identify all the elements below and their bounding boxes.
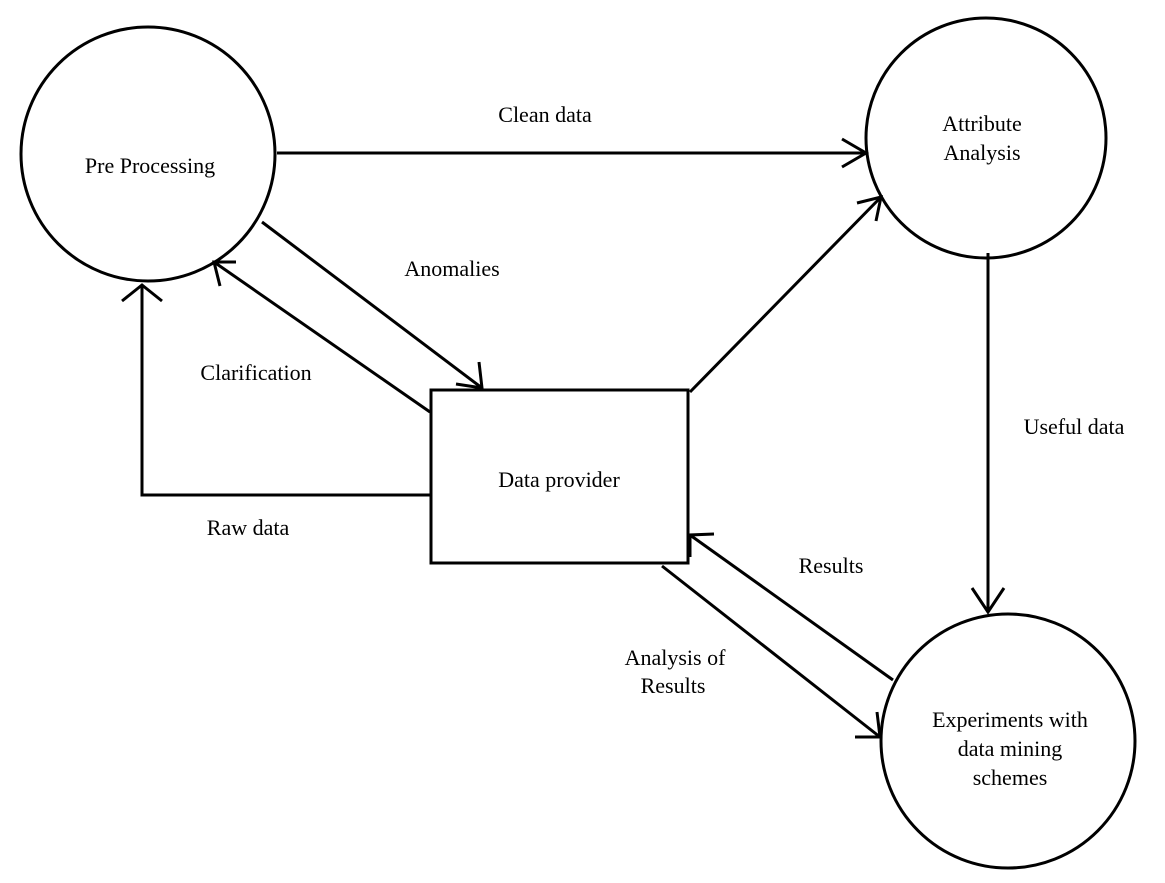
data-provider-label: Data provider — [498, 467, 620, 492]
edge-useful-data — [970, 253, 1006, 615]
clarification-label: Clarification — [200, 360, 311, 385]
experiments-label-line2: data mining — [958, 736, 1062, 761]
attribute-analysis-label-line2: Analysis — [944, 140, 1021, 165]
attribute-analysis-label-line1: Attribute — [942, 111, 1021, 136]
pre-processing-node — [19, 25, 277, 283]
analysis-of-results-label-line2: Results — [641, 673, 706, 698]
edge-raw-data — [121, 283, 430, 497]
experiments-label-line1: Experiments with — [932, 707, 1088, 732]
experiments-node — [879, 612, 1137, 870]
results-label: Results — [799, 553, 864, 578]
edge-results — [688, 532, 894, 682]
data-provider-node — [429, 388, 690, 565]
edge-analysis-of-results — [661, 564, 882, 739]
anomalies-label: Anomalies — [404, 256, 499, 281]
attribute-analysis-node — [864, 16, 1108, 260]
clean-data-label: Clean data — [498, 102, 592, 127]
useful-data-label: Useful data — [1024, 414, 1125, 439]
edge-clarification — [212, 260, 431, 414]
edge-anomalies — [261, 220, 484, 390]
edge-clean-data — [277, 137, 869, 169]
edge-provider-to-attribute — [688, 194, 883, 394]
raw-data-label: Raw data — [207, 515, 290, 540]
experiments-label-line3: schemes — [973, 765, 1048, 790]
pre-processing-label: Pre Processing — [85, 153, 215, 178]
analysis-of-results-label-line1: Analysis of — [625, 645, 727, 670]
